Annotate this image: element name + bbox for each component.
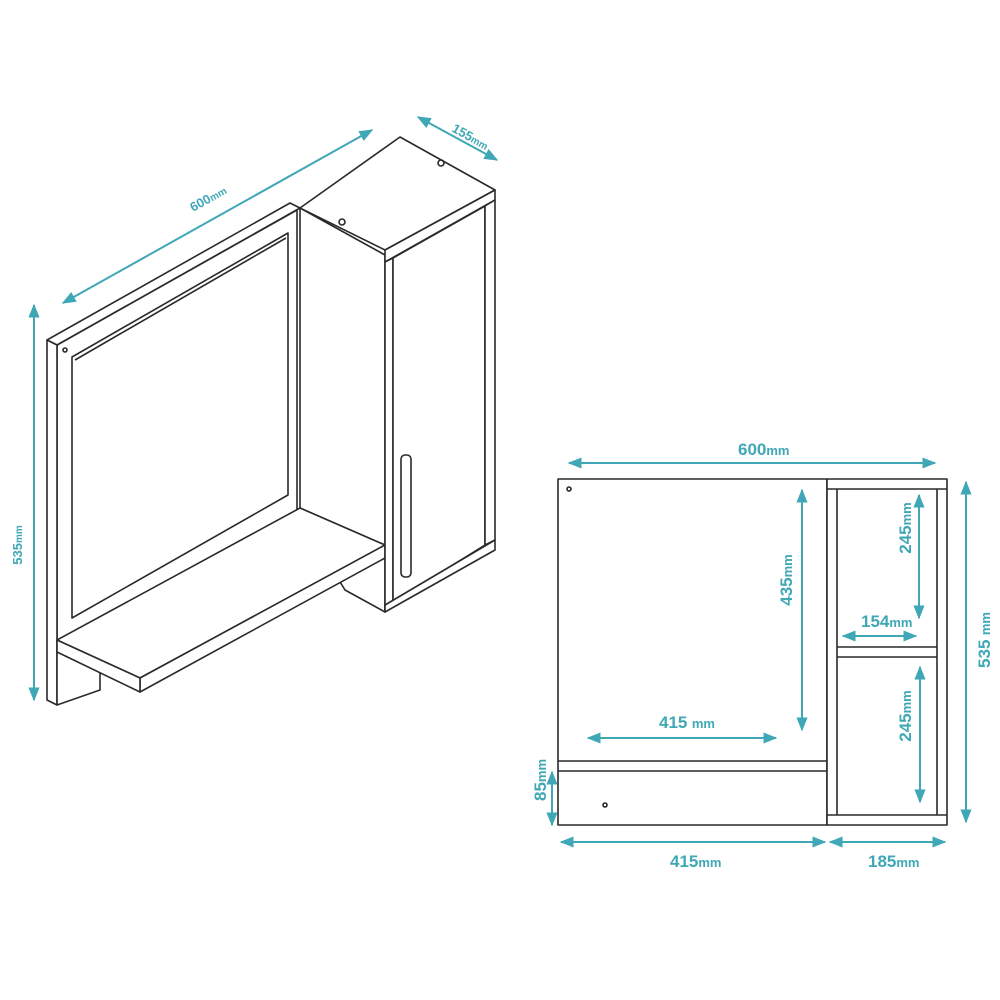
- mirror-height-label: 435mm: [777, 554, 796, 606]
- shelf-side: [56, 639, 141, 693]
- bottom-shelf-height-label: 245mm: [896, 690, 915, 742]
- cabinet-inner-side: [299, 207, 386, 546]
- cabinet-left-edge: [384, 257, 394, 613]
- right-width-label: 185mm: [868, 852, 920, 871]
- total-width-label: 600mm: [738, 440, 790, 459]
- shelf-unit: [826, 478, 948, 826]
- depth-dimension-arrow: [416, 116, 499, 161]
- width-dimension-arrow: [61, 129, 374, 304]
- depth-dimension-label: 155mm: [450, 121, 492, 153]
- screw-hole: [602, 802, 608, 808]
- screw-hole: [62, 347, 68, 353]
- height-dimension-label: 535mm: [10, 525, 25, 565]
- base-height-label: 85mm: [531, 759, 550, 801]
- isometric-view: 600mm 155mm 535mm: [10, 116, 499, 706]
- shelf-inner-width-label: 154mm: [861, 612, 913, 631]
- left-panel-front: [46, 339, 58, 706]
- total-height-label: 535 mm: [975, 612, 994, 668]
- top-shelf-height-label: 245mm: [896, 502, 915, 554]
- cabinet-bottom-edge: [384, 539, 496, 613]
- screw-hole: [566, 486, 572, 492]
- left-width-label: 415mm: [670, 852, 722, 871]
- door-handle: [400, 454, 412, 578]
- front-view: 600mm 435mm 415 mm 245mm 154mm 245mm 535…: [531, 440, 994, 871]
- mirror-panel: [557, 478, 828, 826]
- mirror-width-label: 415 mm: [659, 713, 715, 732]
- width-dimension-label: 600mm: [187, 182, 229, 214]
- cabinet-right-edge: [484, 199, 496, 546]
